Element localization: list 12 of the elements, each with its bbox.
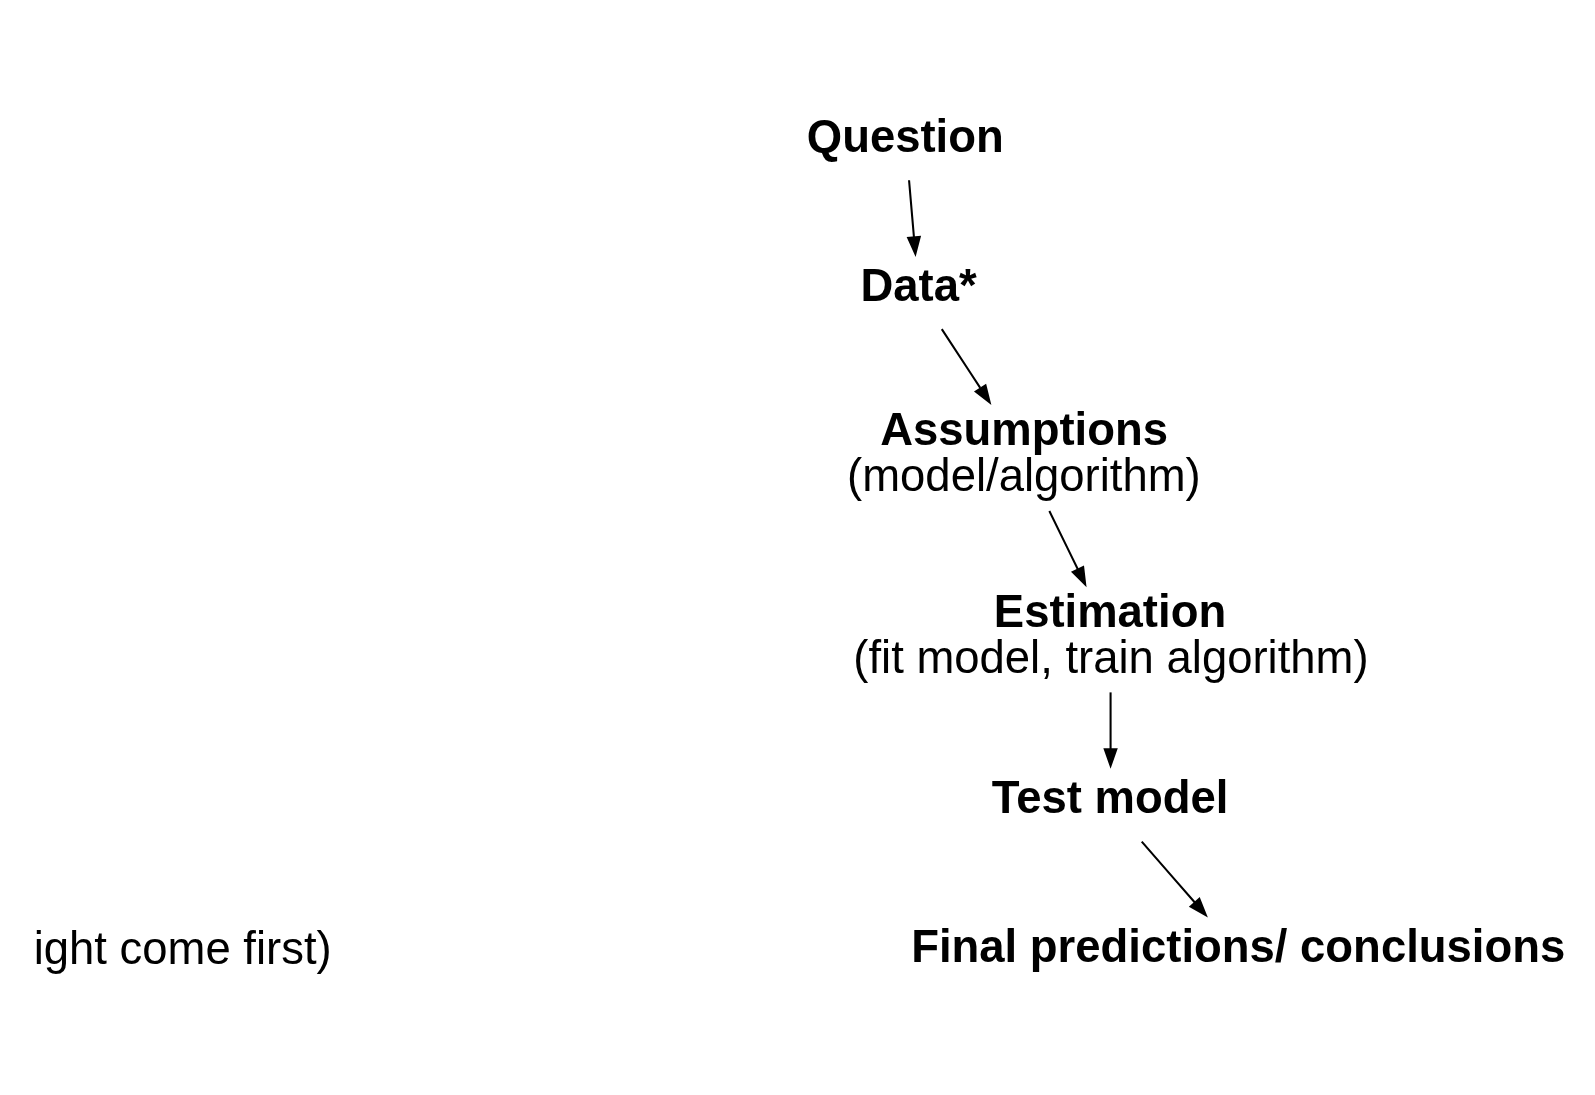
node-text: Question (806, 110, 1004, 162)
node-text: Assumptions (model/algorithm) (847, 404, 1201, 501)
arrow (1103, 692, 1118, 769)
arrow (940, 328, 992, 405)
node-text: Test model (991, 772, 1229, 824)
label: ight come first) (33, 923, 332, 975)
arrow (906, 180, 922, 257)
node-text: Final predictions/ conclusions (911, 921, 1566, 973)
arrow (1140, 840, 1208, 918)
node-text: Data* (860, 259, 977, 311)
node-text: Estimation (fit model, train algorithm) (853, 586, 1369, 683)
arrow (1048, 510, 1087, 588)
